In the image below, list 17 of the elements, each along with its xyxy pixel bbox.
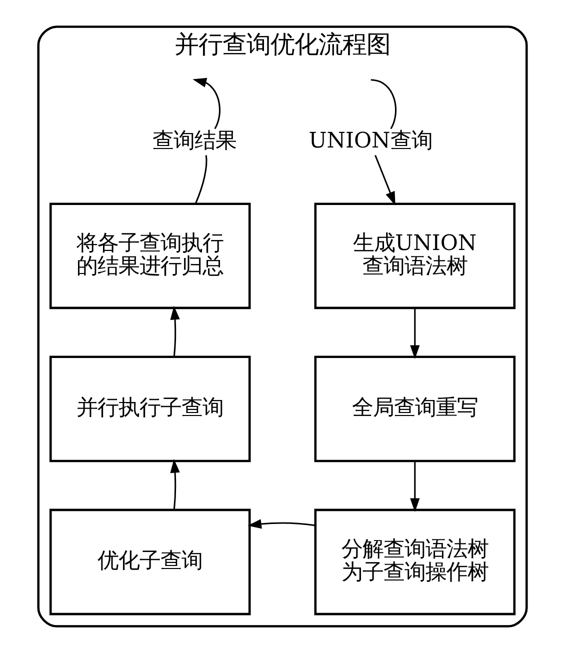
arrow	[170, 458, 180, 510]
node-text: 查询结果	[152, 128, 236, 154]
node-text: UNION查询	[308, 128, 432, 154]
connector	[370, 79, 396, 130]
node-box: 分解查询语法树为子查询操作树	[314, 508, 516, 616]
arrow	[410, 461, 420, 512]
connector	[194, 155, 207, 204]
arrow	[192, 78, 220, 130]
arrow	[374, 154, 395, 206]
node-box: 生成UNION查询语法树	[314, 202, 516, 310]
node-box: 并行执行子查询	[48, 356, 250, 462]
arrow	[170, 306, 180, 357]
node-box: 全局查询重写	[314, 356, 516, 462]
node-box: 优化子查询	[48, 508, 250, 616]
arrow	[247, 519, 315, 529]
arrow	[410, 308, 420, 359]
node-box: 将各子查询执行的结果进行归总	[48, 202, 250, 310]
